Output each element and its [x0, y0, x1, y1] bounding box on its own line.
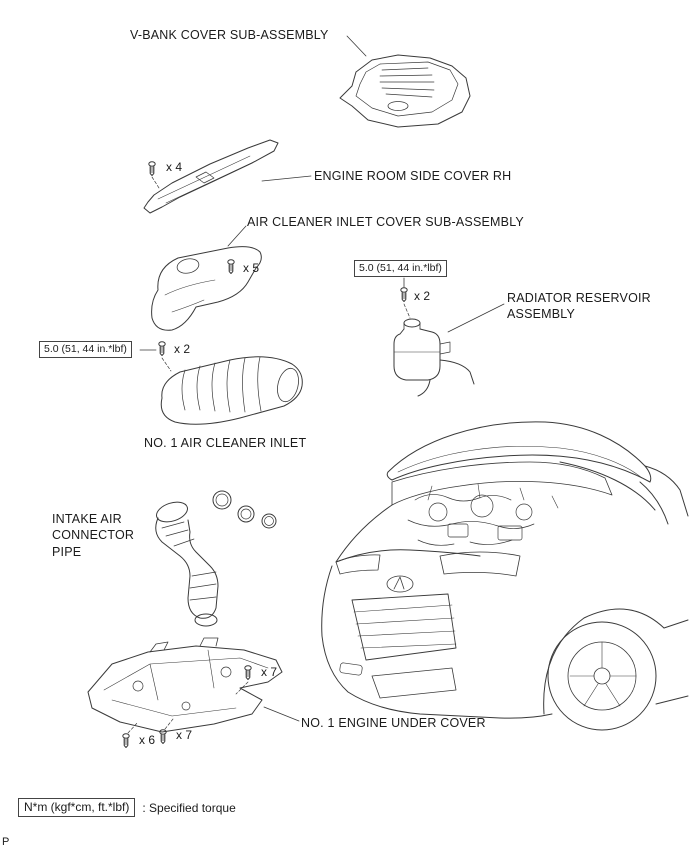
- intake-air-connector-pipe-drawing: [155, 501, 219, 627]
- fastener-bolts: [122, 161, 408, 748]
- bolt-icon: [148, 161, 156, 176]
- bolt-icon: [227, 259, 235, 274]
- engine-under-cover-drawing: [87, 637, 283, 733]
- label-air-cleaner-inlet-cover: AIR CLEANER INLET COVER SUB-ASSEMBLY: [247, 215, 524, 229]
- bolt-icon: [244, 665, 252, 680]
- v-bank-cover-drawing: [339, 54, 471, 128]
- air-cleaner-inlet-cover-drawing: [151, 246, 262, 331]
- torque-spec-box-right: 5.0 (51, 44 in.*lbf): [354, 260, 447, 277]
- count-inlet-bolt: x 2: [174, 342, 191, 356]
- count-under-cover-bottom-right: x 7: [176, 728, 193, 742]
- count-under-cover-top: x 7: [261, 665, 278, 679]
- count-inlet-cover: x 5: [243, 261, 260, 275]
- torque-spec-box-left: 5.0 (51, 44 in.*lbf): [39, 341, 132, 358]
- engine-room-side-cover-drawing: [143, 139, 279, 214]
- leader-lines: [139, 35, 505, 722]
- label-no1-engine-under-cover: NO. 1 ENGINE UNDER COVER: [301, 716, 486, 730]
- count-side-cover: x 4: [166, 160, 183, 174]
- air-cleaner-inlet-drawing: [160, 356, 303, 425]
- label-v-bank-cover: V-BANK COVER SUB-ASSEMBLY: [130, 28, 329, 42]
- hose-clamps-drawing: [212, 490, 277, 529]
- dashed-leader-lines: [127, 176, 411, 734]
- bolt-icon: [122, 733, 130, 748]
- torque-legend-description: : Specified torque: [142, 800, 236, 815]
- label-intake-air-connector-pipe: INTAKE AIR CONNECTOR PIPE: [52, 512, 135, 559]
- count-reservoir-bolt: x 2: [414, 289, 431, 303]
- bolt-icon: [158, 341, 166, 356]
- label-no1-air-cleaner-inlet: NO. 1 AIR CLEANER INLET: [144, 436, 307, 450]
- label-engine-room-side-cover: ENGINE ROOM SIDE COVER RH: [314, 169, 512, 183]
- car-front-drawing: [321, 421, 689, 731]
- count-under-cover-bottom-left: x 6: [139, 733, 156, 747]
- torque-legend: N*m (kgf*cm, ft.*lbf) : Specified torque: [18, 798, 236, 817]
- page-corner-mark: P: [2, 836, 10, 848]
- radiator-reservoir-drawing: [393, 318, 475, 397]
- torque-legend-box: N*m (kgf*cm, ft.*lbf): [18, 798, 136, 817]
- bolt-icon: [400, 287, 408, 302]
- label-radiator-reservoir: RADIATOR RESERVOIR ASSEMBLY: [507, 291, 651, 322]
